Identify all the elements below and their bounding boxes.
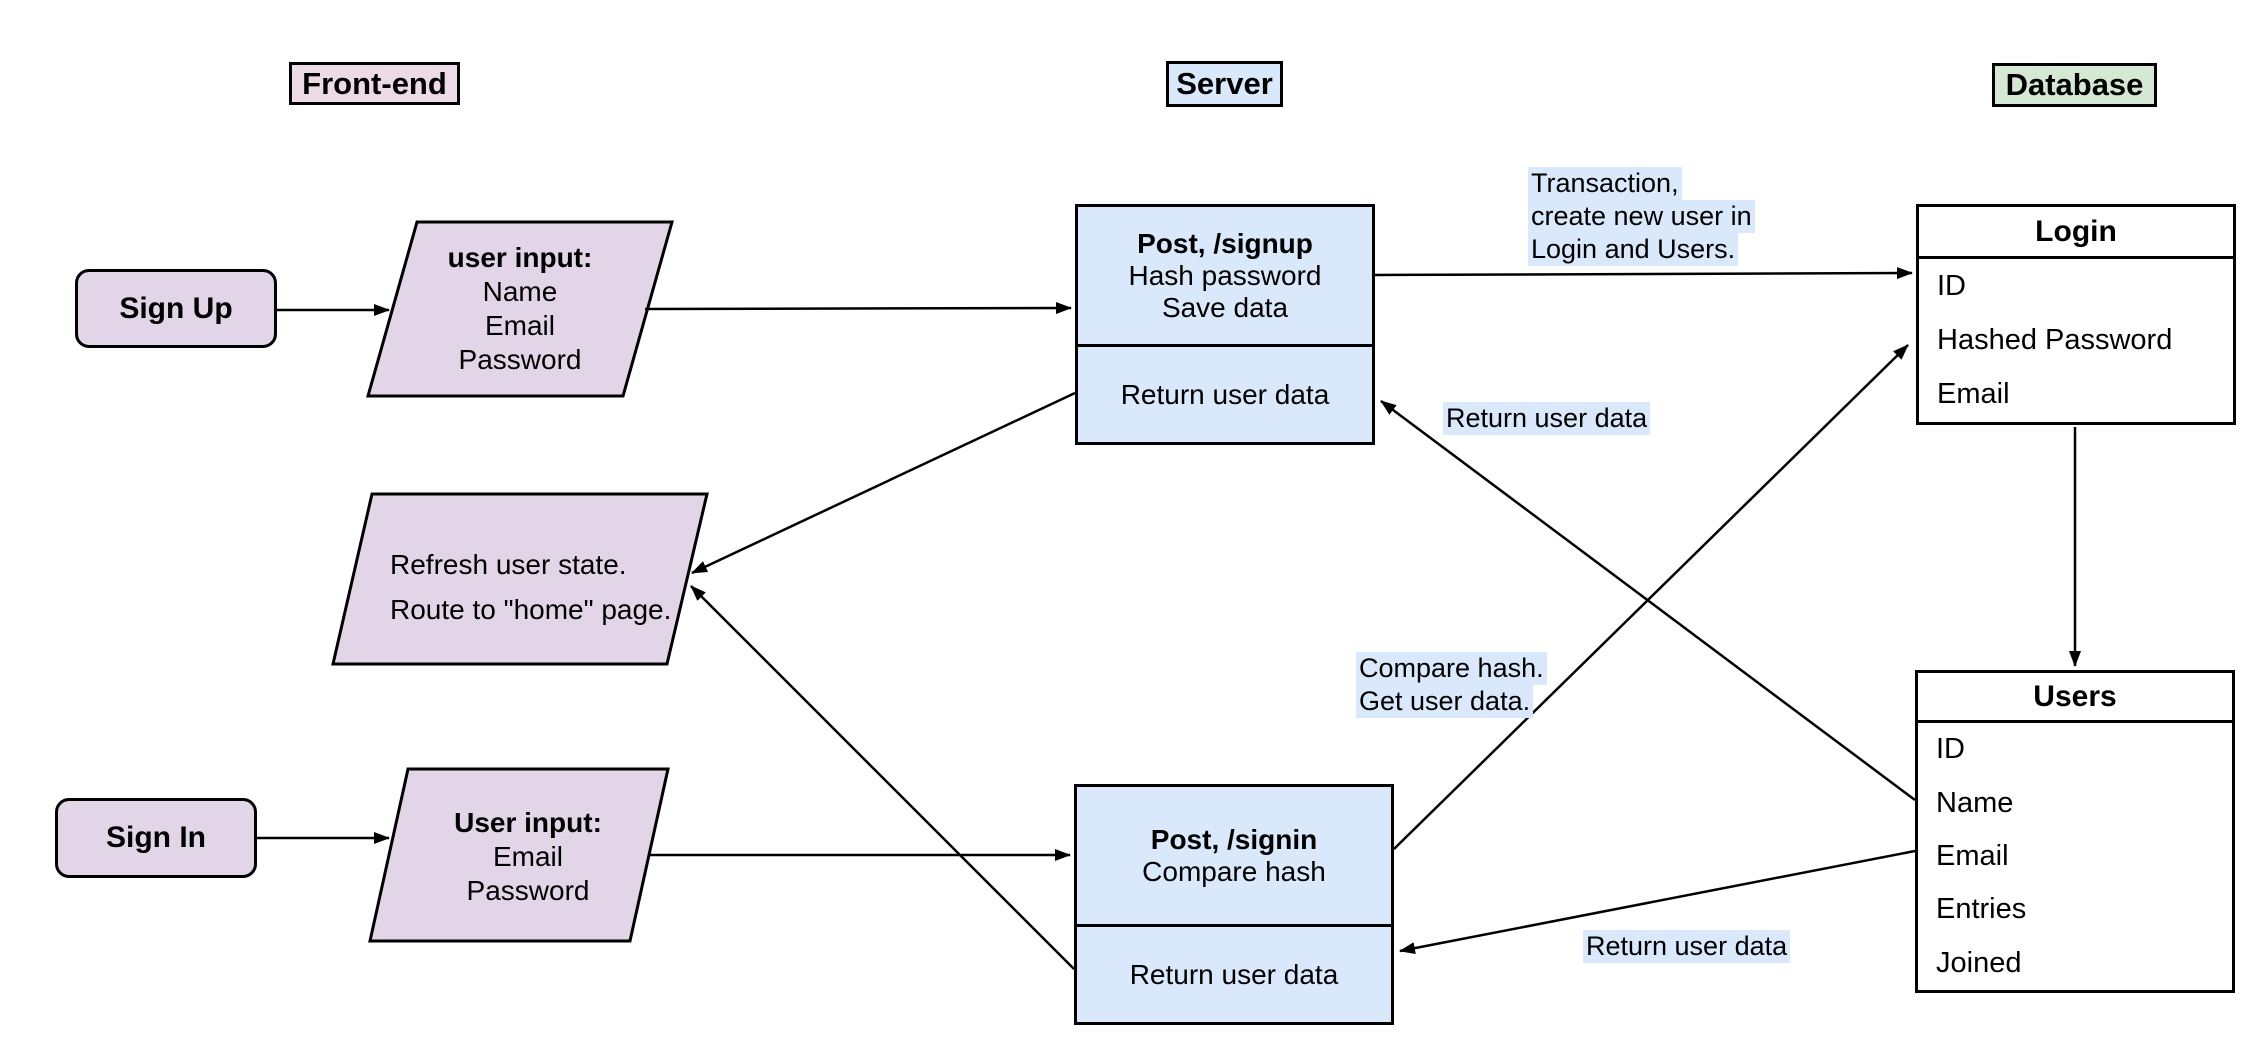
table-row: ID: [1937, 269, 1966, 302]
users-table: Users ID Name Email Entries Joined: [1915, 670, 2235, 993]
signin-endpoint-box: Post, /signin Compare hash Return user d…: [1074, 784, 1394, 1025]
signup-endpoint-line: Save data: [1161, 291, 1289, 323]
arrow-signup-return-to-refresh: [691, 391, 1076, 575]
login-table: Login ID Hashed Password Email: [1916, 204, 2236, 425]
edge-label-line: Return user data: [1583, 930, 1791, 963]
edge-label-return-top: Return user data: [1443, 402, 1651, 435]
arrow-input-to-signup-endpoint: [644, 302, 1072, 315]
signin-endpoint-title: Post, /signin: [1150, 823, 1318, 855]
arrow-signin-return-to-refresh: [690, 585, 1075, 970]
arrow-users-name-to-signup-return: [1380, 399, 1916, 802]
signin-input-parallelogram: [368, 767, 670, 943]
signup-input-title: user input:: [447, 242, 593, 273]
signup-input-parallelogram: [366, 220, 674, 398]
table-row: Joined: [1936, 946, 2022, 979]
signup-button-node: Sign Up: [75, 269, 277, 348]
signin-input-title: User input:: [454, 807, 602, 838]
signup-input-text: user input: Name Email Password: [398, 241, 642, 377]
refresh-line: Route to "home" page.: [390, 594, 672, 625]
signin-endpoint-line: Compare hash: [1142, 855, 1326, 887]
edge-label-line: Login and Users.: [1528, 233, 1739, 266]
signup-endpoint-main: Post, /signup Hash password Save data: [1078, 207, 1372, 347]
signin-button-node: Sign In: [55, 798, 257, 878]
edge-label-line: Transaction,: [1528, 167, 1682, 200]
refresh-line: Refresh user state.: [390, 549, 627, 580]
signin-input-line: Email: [492, 841, 563, 872]
refresh-node-text: Refresh user state. Route to "home" page…: [390, 542, 700, 632]
signin-endpoint-main: Post, /signin Compare hash: [1077, 787, 1391, 927]
signup-input-line: Email: [484, 310, 555, 341]
edge-label-compare: Compare hash. Get user data.: [1356, 652, 1547, 718]
users-table-title: Users: [1918, 673, 2232, 723]
users-table-rows: ID Name Email Entries Joined: [1918, 723, 2232, 990]
lane-label-database: Database: [1992, 63, 2157, 107]
login-table-rows: ID Hashed Password Email: [1919, 259, 2233, 422]
signup-input-line: Name: [482, 276, 558, 307]
table-row: Email: [1937, 378, 2010, 411]
lane-label-frontend: Front-end: [289, 62, 460, 105]
lane-label-server: Server: [1166, 61, 1283, 107]
edge-label-line: Compare hash.: [1356, 652, 1547, 685]
table-row: Name: [1936, 786, 2014, 819]
signin-endpoint-return: Return user data: [1129, 958, 1339, 990]
edge-label-line: Return user data: [1443, 402, 1651, 435]
signup-endpoint-box: Post, /signup Hash password Save data Re…: [1075, 204, 1375, 445]
edge-label-transaction: Transaction, create new user in Login an…: [1528, 167, 1755, 266]
table-row: Entries: [1936, 893, 2027, 926]
signup-endpoint-return: Return user data: [1120, 378, 1330, 410]
login-table-title: Login: [1919, 207, 2233, 259]
signin-input-line: Password: [466, 875, 590, 906]
arrow-signin-to-login-hash: [1393, 344, 1909, 850]
edge-label-return-bottom: Return user data: [1583, 930, 1791, 963]
table-row: Hashed Password: [1937, 323, 2173, 356]
table-row: ID: [1936, 733, 1965, 766]
table-row: Email: [1936, 840, 2009, 873]
edge-label-line: create new user in: [1528, 200, 1755, 233]
signin-input-text: User input: Email Password: [403, 806, 653, 908]
signup-endpoint-title: Post, /signup: [1137, 227, 1313, 259]
arrow-users-email-to-signin-return: [1399, 849, 1916, 955]
signup-input-line: Password: [458, 344, 582, 375]
edge-label-line: Get user data.: [1356, 685, 1534, 718]
refresh-parallelogram: [331, 492, 709, 666]
arrow-signup-endpoint-to-login: [1374, 267, 1913, 280]
signup-endpoint-line: Hash password: [1128, 259, 1322, 291]
